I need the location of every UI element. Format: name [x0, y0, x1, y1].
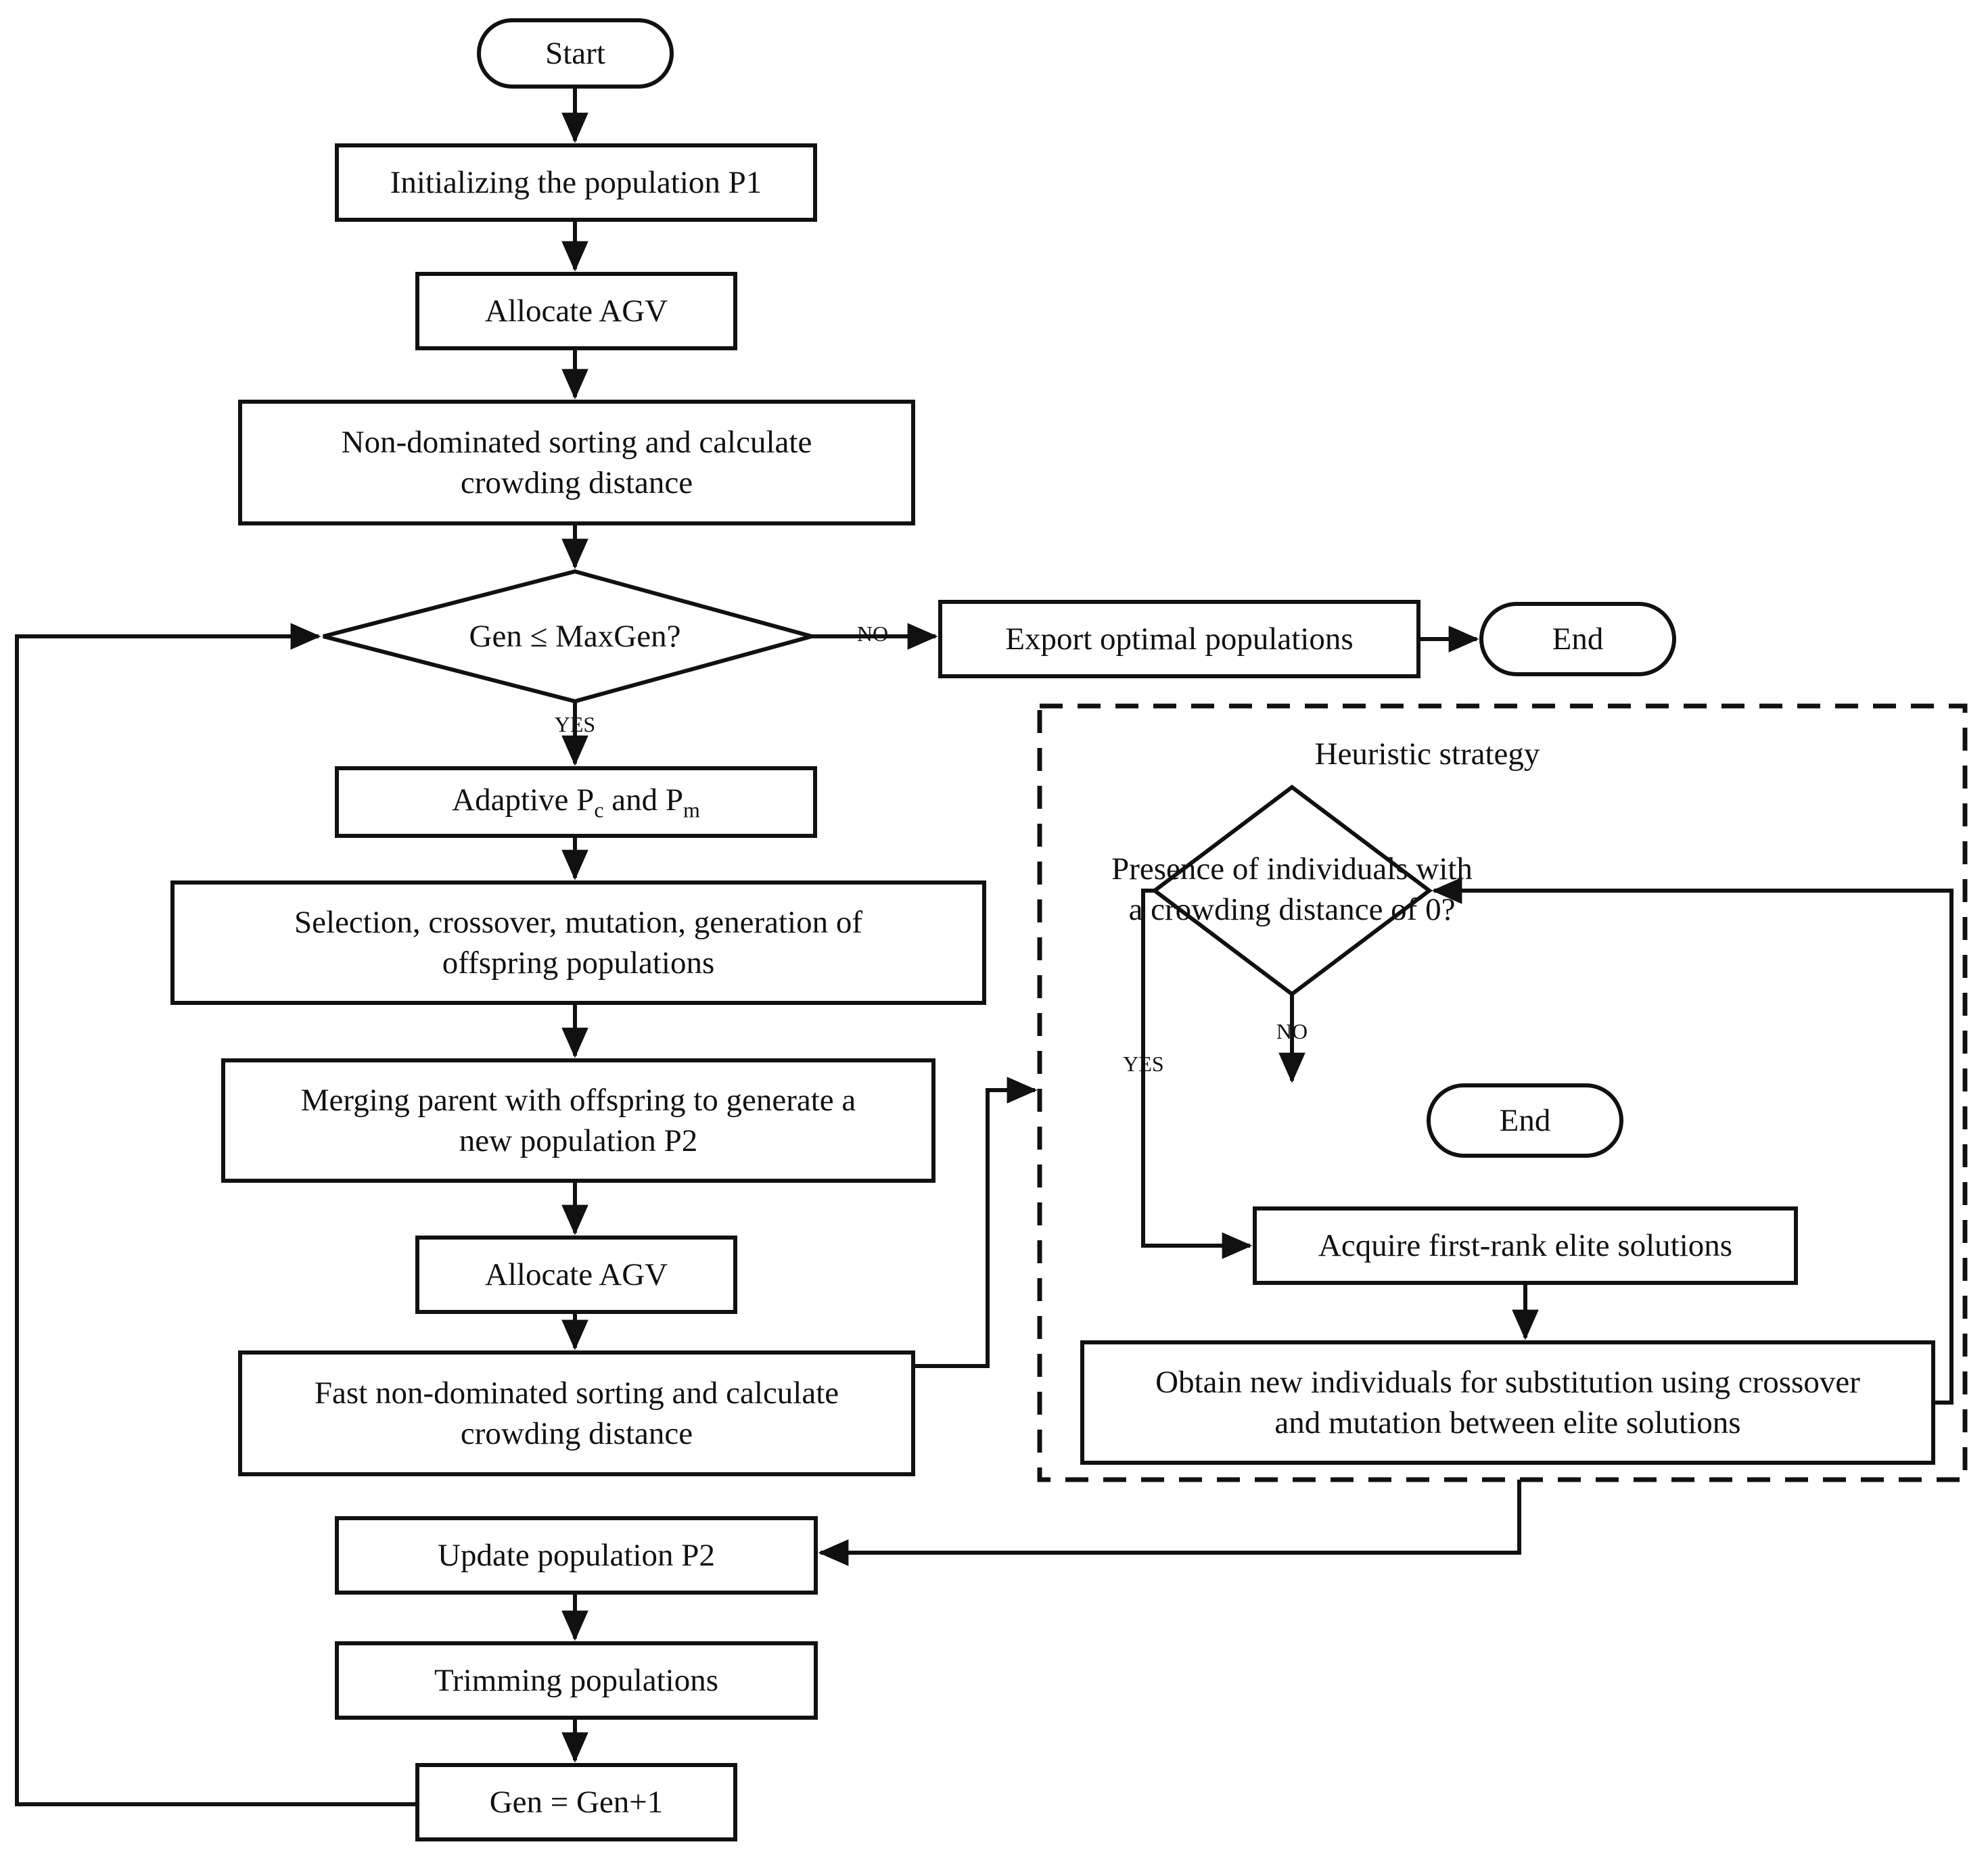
shape-end-heuristic	[1427, 1083, 1623, 1158]
shape-trimming-populations	[335, 1641, 818, 1720]
shape-allocate-agv-1	[415, 272, 737, 350]
edge-heuristic-to-update	[818, 1480, 1521, 1566]
shape-start	[477, 18, 674, 89]
shape-adaptive-pc-pm	[335, 766, 817, 838]
edge-genincrement-loop-to-gencheck	[15, 623, 417, 1806]
shape-allocate-agv-2	[415, 1236, 737, 1314]
shape-export-populations	[938, 600, 1420, 678]
shape-acquire-elite	[1253, 1206, 1798, 1285]
shape-init-population	[335, 143, 817, 222]
edge-obtain-loop-to-crowding	[1431, 877, 1954, 1405]
edge-fastsort-to-heuristic	[913, 1077, 1038, 1368]
shape-gen-check	[323, 569, 820, 704]
shape-crowding-zero-check	[1151, 784, 1433, 997]
shape-nondominated-sort-1	[238, 400, 915, 525]
shape-heuristic-container	[1037, 703, 1968, 1482]
shape-selection-crossover	[170, 880, 986, 1005]
shape-merging-parent	[221, 1058, 935, 1183]
shape-end-main	[1479, 602, 1676, 676]
shape-fast-nondominated-sort	[238, 1350, 915, 1476]
shape-gen-increment	[415, 1763, 737, 1841]
shape-obtain-new-individuals	[1080, 1340, 1935, 1465]
edge-crowding-yes-to-acquire	[1141, 889, 1253, 1259]
shape-update-population	[335, 1516, 818, 1595]
